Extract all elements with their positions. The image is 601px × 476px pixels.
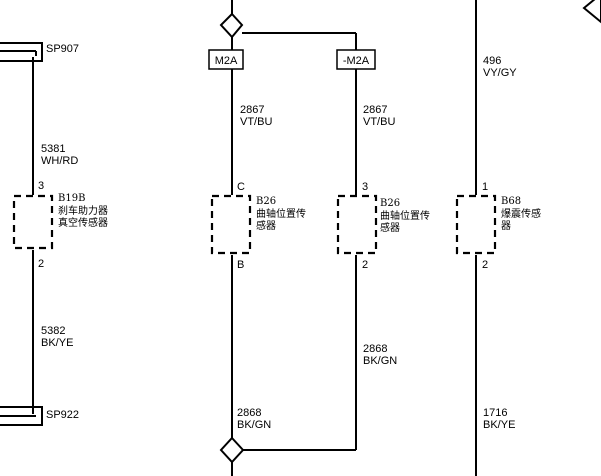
wire-color: BK/GN bbox=[363, 355, 397, 367]
wire-color: VY/GY bbox=[483, 67, 517, 79]
component-name: 真空传感器 bbox=[58, 216, 108, 229]
component-name: 曲轴位置传 bbox=[380, 209, 430, 222]
pin-number: C bbox=[237, 181, 245, 193]
component-ref: B19B bbox=[58, 193, 85, 204]
connector-label: -M2A bbox=[343, 55, 370, 67]
brake-sensor-connector bbox=[12, 194, 54, 250]
component-name: 刹车助力器 bbox=[58, 204, 108, 217]
component-ref: B26 bbox=[380, 198, 400, 209]
pin-number: 3 bbox=[362, 181, 368, 193]
wire-number: 5381 bbox=[41, 143, 65, 155]
component-name: 器 bbox=[501, 220, 511, 232]
pin-number: 1 bbox=[482, 181, 488, 193]
pin-number: 2 bbox=[482, 259, 488, 271]
component-ref: B26 bbox=[256, 196, 276, 207]
connector-box-m2a bbox=[208, 49, 244, 70]
wire-number: 2868 bbox=[237, 407, 261, 419]
junction-diamond-top bbox=[219, 12, 244, 39]
wire-color: BK/GN bbox=[237, 419, 271, 431]
wire-color: VT/BU bbox=[363, 116, 395, 128]
wire-number: 2868 bbox=[363, 343, 387, 355]
pin-number: B bbox=[237, 259, 244, 271]
wire-color: WH/RD bbox=[41, 155, 78, 167]
page-reference-arrow-icon bbox=[582, 0, 601, 24]
splice-label-sp922: SP922 bbox=[46, 409, 79, 421]
wire-color: VT/BU bbox=[240, 116, 272, 128]
component-ref: B68 bbox=[501, 196, 521, 207]
wire-number: 2867 bbox=[363, 104, 387, 116]
wire-color: BK/YE bbox=[41, 337, 73, 349]
pin-number: 2 bbox=[362, 259, 368, 271]
component-name: 感器 bbox=[256, 219, 276, 232]
wire-color: BK/YE bbox=[483, 419, 515, 431]
crank-sensor-connector bbox=[336, 194, 378, 255]
splice-sp907: SP907 bbox=[0, 42, 79, 62]
knock-sensor-connector bbox=[455, 194, 497, 255]
connector-label: M2A bbox=[215, 55, 238, 67]
wire-number: 2867 bbox=[240, 104, 264, 116]
wire-number: 5382 bbox=[41, 325, 65, 337]
splice-label-sp907: SP907 bbox=[46, 43, 79, 55]
component-name: 曲轴位置传 bbox=[256, 207, 306, 220]
pin-number: 2 bbox=[38, 258, 44, 270]
splice-sp922: SP922 bbox=[0, 406, 79, 426]
junction-diamond-bottom bbox=[219, 436, 245, 464]
component-name: 感器 bbox=[380, 221, 400, 234]
component-name: 爆震传感 bbox=[501, 207, 541, 220]
pin-number: 3 bbox=[38, 180, 44, 192]
wire-number: 496 bbox=[483, 55, 501, 67]
wire-number: 1716 bbox=[483, 407, 507, 419]
crank-sensor-connector bbox=[210, 194, 252, 255]
